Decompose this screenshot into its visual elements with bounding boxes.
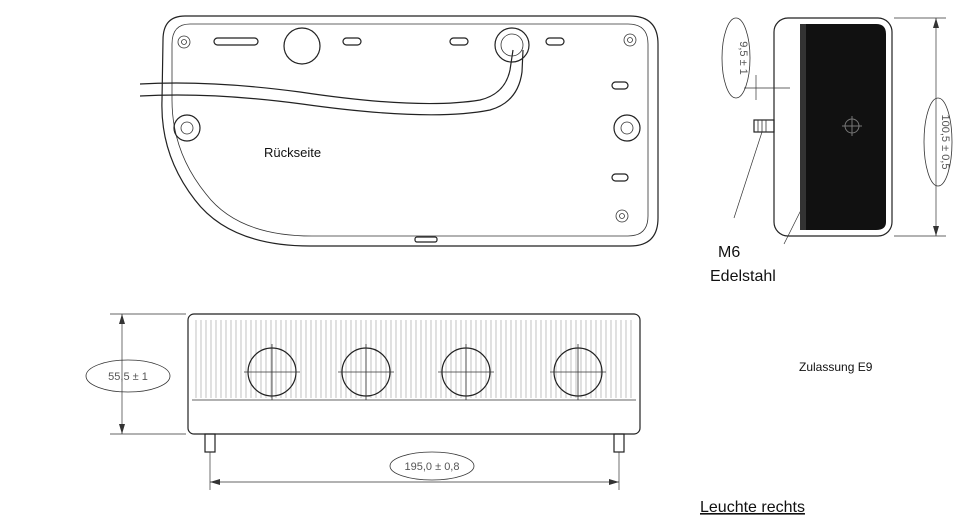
slot bbox=[342, 37, 362, 46]
rear-housing-inner bbox=[171, 23, 649, 237]
stud-left bbox=[204, 433, 216, 453]
approval-label: Zulassung E9 bbox=[799, 360, 873, 374]
thread-label: M6 bbox=[718, 244, 740, 261]
led-3 bbox=[438, 344, 494, 400]
width-dimension: 100,5 ± 0,5 bbox=[939, 115, 951, 170]
mounting-hole-left bbox=[173, 114, 201, 142]
front-view-drawing bbox=[85, 313, 641, 490]
stud-right bbox=[613, 433, 625, 453]
material-label: Edelstahl bbox=[710, 268, 776, 285]
mounting-hole-right bbox=[613, 114, 641, 142]
front-housing bbox=[187, 313, 641, 435]
bottom-tab bbox=[414, 236, 438, 243]
depth-dimension: 9,5 ± 1 bbox=[737, 41, 749, 75]
slot-long bbox=[213, 37, 259, 46]
led-4 bbox=[550, 344, 606, 400]
screw-bottom-right bbox=[615, 209, 629, 223]
screw-top-right bbox=[623, 33, 637, 47]
rear-housing-outline bbox=[161, 15, 659, 247]
led-1 bbox=[244, 344, 300, 400]
cable-grommet bbox=[494, 27, 530, 63]
screw-top-left bbox=[177, 35, 191, 49]
side-view-drawing bbox=[721, 17, 953, 245]
led-2 bbox=[338, 344, 394, 400]
rear-view-label: Rückseite bbox=[264, 145, 321, 160]
slot bbox=[611, 81, 629, 90]
dim-bubble-width bbox=[923, 97, 953, 187]
lens-dark bbox=[806, 24, 886, 230]
lens-ribs bbox=[195, 320, 632, 398]
leader-lens bbox=[783, 199, 807, 245]
stud-spacing-dimension: 195,0 ± 0,8 bbox=[405, 461, 460, 473]
side-label: Leuchte rechts bbox=[700, 499, 805, 516]
dim-bubble-height bbox=[85, 359, 171, 393]
slot bbox=[449, 37, 469, 46]
m6-stud bbox=[753, 119, 775, 133]
height-dimension: 55,5 ± 1 bbox=[108, 371, 148, 383]
slot bbox=[611, 173, 629, 182]
sealing-plug bbox=[283, 27, 321, 65]
leader-m6 bbox=[733, 131, 763, 219]
cable-grommet-inner bbox=[500, 33, 524, 57]
dim-bubble-spacing bbox=[389, 451, 475, 481]
dim-bubble-depth bbox=[721, 17, 751, 99]
slot bbox=[545, 37, 565, 46]
cable-edge bbox=[139, 49, 524, 116]
rear-view-drawing bbox=[139, 15, 659, 247]
cable bbox=[139, 49, 514, 105]
